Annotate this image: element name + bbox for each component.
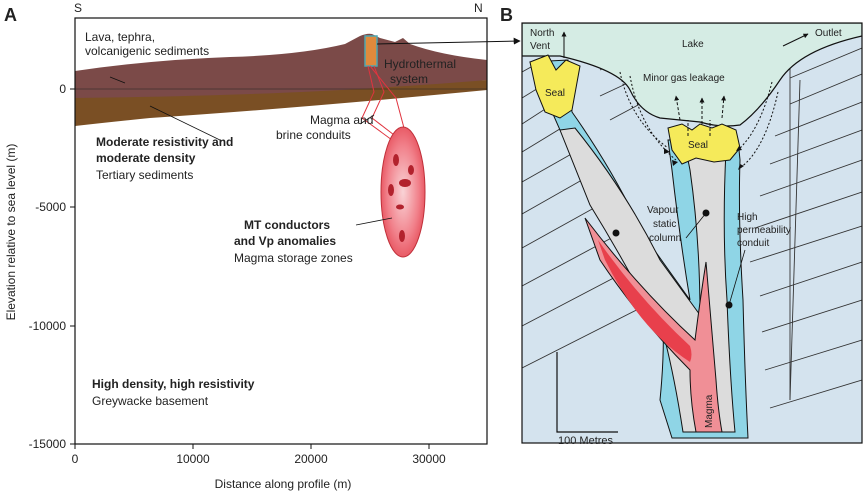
mt-label-line1: MT conductors <box>244 218 330 232</box>
magma-conduits <box>361 65 405 141</box>
y-tick-label: -15000 <box>29 437 67 451</box>
dotted-arrowheads <box>664 146 744 170</box>
moderate-label-line2: moderate density <box>96 151 196 165</box>
conduit-leader <box>359 114 375 125</box>
x-tick-label: 10000 <box>176 452 210 466</box>
crater-lake <box>522 23 862 127</box>
panel-a: A S N <box>4 1 521 491</box>
conduit-label-line1: Magma and <box>310 113 373 127</box>
north-vent-label-line2: Vent <box>530 41 550 52</box>
y-tick-label: -10000 <box>29 319 67 333</box>
x-axis-label: Distance along profile (m) <box>215 477 352 491</box>
panel-b-letter: B <box>500 5 513 25</box>
conduit-leader-b <box>728 249 746 306</box>
outlet-arrow <box>782 33 809 47</box>
seal-center <box>667 123 741 165</box>
vapour-label-line3: column <box>649 233 681 244</box>
y-axis-label: Elevation relative to sea level (m) <box>4 144 18 321</box>
zoom-arrow <box>376 37 521 45</box>
storage-label: Magma storage zones <box>234 251 353 265</box>
vapour-label-line2: static <box>653 219 676 230</box>
x-axis <box>74 444 430 449</box>
magma-storage-body <box>380 126 426 258</box>
y-tick-label: 0 <box>59 82 66 96</box>
hydrothermal-label-line1: Hydrothermal <box>384 57 456 71</box>
volcanic-edifice-layer <box>75 33 487 98</box>
lava-label-line2: volcanigenic sediments <box>85 44 209 58</box>
scale-bar <box>556 352 618 433</box>
scale-label: 100 Metres <box>558 435 614 447</box>
north-vent-label-line1: North <box>530 28 554 39</box>
vapour-label-line1: Vapour <box>647 205 679 216</box>
conduit-label-line2: brine conduits <box>276 128 351 142</box>
hp-label-line3: conduit <box>737 238 769 249</box>
basement-label: Greywacke basement <box>92 394 209 408</box>
y-axis <box>70 88 75 445</box>
hydrothermal-label-line2: system <box>390 72 428 86</box>
gas-leakage-label: Minor gas leakage <box>643 73 725 84</box>
mt-leader <box>355 217 393 226</box>
magma-label: Magma <box>704 394 715 428</box>
dotted-flow-paths <box>619 71 779 169</box>
hp-label-line2: permeability <box>737 225 791 236</box>
panel-b-frame <box>521 22 863 444</box>
magma-dot <box>612 229 620 237</box>
moderate-label-line1: Moderate resistivity and <box>96 135 233 149</box>
strata-right <box>749 47 862 409</box>
seal-left-label: Seal <box>545 88 565 99</box>
magma-tongue <box>598 240 692 362</box>
lake-label: Lake <box>682 39 704 50</box>
y-tick-label: -5000 <box>35 200 66 214</box>
south-label: S <box>74 1 82 15</box>
magma-blobs <box>388 154 414 242</box>
tertiary-label: Tertiary sediments <box>96 168 193 182</box>
outlet-label: Outlet <box>815 28 842 39</box>
lava-label-line1: Lava, tephra, <box>85 30 155 44</box>
gas-leakage-arrows <box>674 95 727 136</box>
plot-frame <box>74 17 488 445</box>
x-tick-label: 30000 <box>412 452 446 466</box>
seal-left <box>529 54 581 119</box>
mt-label-line2: and Vp anomalies <box>234 234 336 248</box>
seal-center-label: Seal <box>688 140 708 151</box>
panel-a-letter: A <box>4 5 17 25</box>
sediment-leader <box>149 105 223 142</box>
hp-label-line1: High <box>737 212 758 223</box>
x-tick-label: 0 <box>72 452 79 466</box>
north-label: N <box>474 1 483 15</box>
hydrothermal-box <box>364 35 378 67</box>
x-tick-label: 20000 <box>294 452 328 466</box>
panel-b: B <box>500 5 863 447</box>
basement-label-bold: High density, high resistivity <box>92 377 255 391</box>
lava-leader <box>109 76 126 84</box>
vapour-leader <box>685 212 707 239</box>
